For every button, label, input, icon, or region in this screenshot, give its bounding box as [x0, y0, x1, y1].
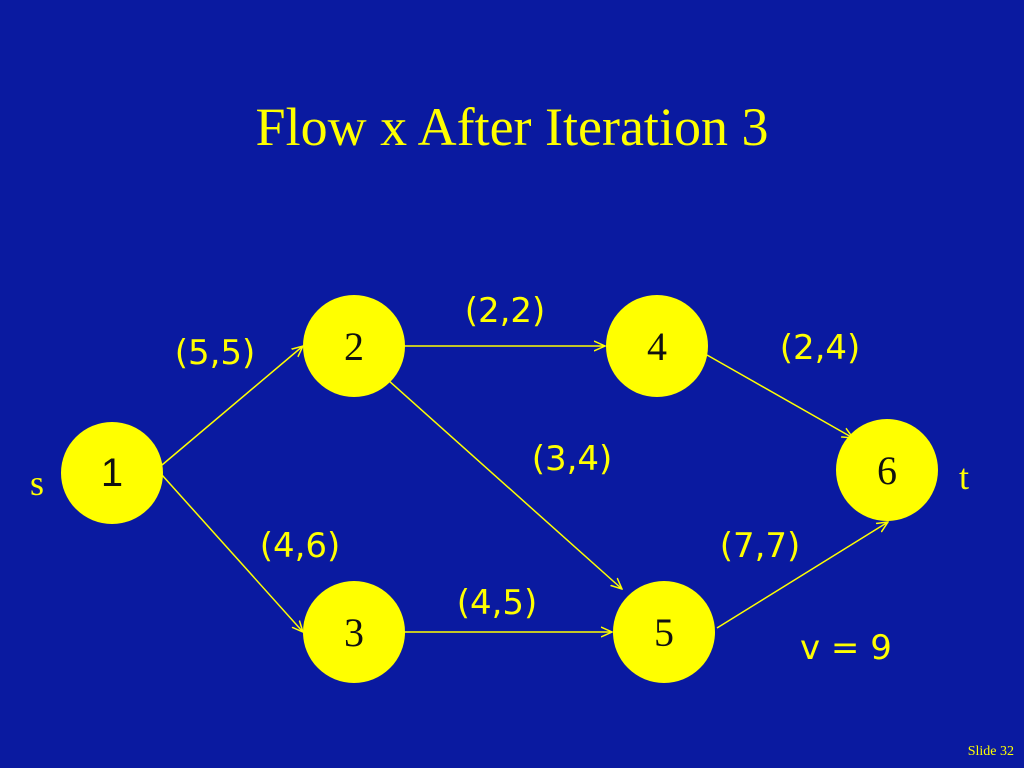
sink-label: t — [959, 457, 969, 497]
edge-5-6 — [716, 522, 888, 629]
edge-label-5-6: (7,7) — [720, 526, 801, 566]
flow-value: v = 9 — [800, 628, 892, 668]
node-2: 2 — [303, 295, 405, 397]
edge-4-6 — [706, 354, 853, 438]
node-label-2: 2 — [344, 324, 364, 369]
node-6: 6 — [836, 419, 938, 521]
edge-label-1-3: (4,6) — [260, 526, 341, 566]
node-3: 3 — [303, 581, 405, 683]
node-4: 4 — [606, 295, 708, 397]
edge-label-1-2: (5,5) — [175, 333, 256, 373]
node-label-6: 6 — [877, 448, 897, 493]
edge-label-3-5: (4,5) — [457, 583, 538, 623]
node-1: 1 — [61, 422, 163, 524]
node-label-5: 5 — [654, 610, 674, 655]
node-label-3: 3 — [344, 610, 364, 655]
slide-title: Flow x After Iteration 3 — [255, 97, 769, 157]
source-label: s — [30, 463, 44, 503]
slide-number: Slide 32 — [967, 744, 1014, 759]
edge-1-3 — [161, 474, 303, 632]
edge-label-2-5: (3,4) — [532, 439, 613, 479]
edge-2-5 — [387, 379, 622, 589]
edge-label-2-4: (2,2) — [465, 291, 546, 331]
edge-1-2 — [161, 346, 303, 466]
node-5: 5 — [613, 581, 715, 683]
node-label-4: 4 — [647, 324, 667, 369]
edge-label-4-6: (2,4) — [780, 328, 861, 368]
node-label-1: 1 — [101, 451, 123, 495]
